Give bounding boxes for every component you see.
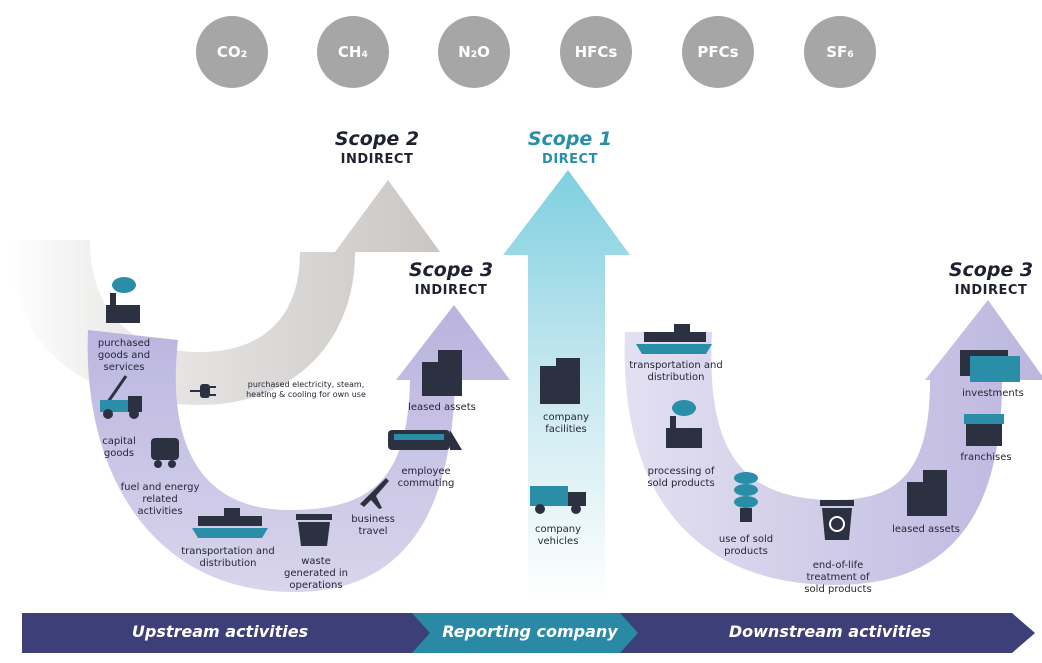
label-use-sold-products: use of sold products (718, 534, 774, 557)
gas-ch4: CH₄ (317, 16, 389, 88)
label-fuel-energy: fuel and energy related activities (120, 482, 200, 517)
reporting-bar (412, 613, 646, 653)
gas-hfcs: HFCs (560, 16, 632, 88)
gas-co2: CO₂ (196, 16, 268, 88)
factory-icon (106, 277, 140, 323)
downstream-ship-icon (636, 324, 712, 354)
building-icon (422, 350, 462, 396)
label-downstream-transportation: transportation and distribution (629, 360, 723, 383)
label-purchased-goods: purchased goods and services (97, 338, 151, 373)
scope3-upstream-title: Scope 3 (408, 259, 494, 281)
storefront-icon (964, 414, 1004, 446)
scope3-upstream-subtitle: INDIRECT (414, 283, 488, 298)
label-investments: investments (962, 388, 1024, 399)
gas-pfcs: PFCs (682, 16, 754, 88)
label-business-travel: business travel (351, 514, 395, 537)
scope1-heading: Scope 1 DIRECT (515, 128, 625, 167)
scope3-downstream-title: Scope 3 (948, 259, 1034, 281)
money-icon (960, 350, 1020, 382)
downstream-building-icon (907, 470, 947, 516)
scope1-subtitle: DIRECT (542, 152, 598, 167)
scope3-upstream-arrow (87, 305, 510, 593)
ship-icon (192, 508, 268, 538)
downstream-bar (620, 613, 1035, 653)
label-downstream-leased-assets: leased assets (892, 524, 960, 535)
label-franchises: franchises (960, 452, 1012, 463)
scope2-title: Scope 2 (334, 128, 420, 150)
dumpster-icon (296, 514, 332, 546)
train-icon (388, 430, 462, 450)
gas-sf6: SF₆ (804, 16, 876, 88)
company-building-icon (540, 358, 580, 404)
gas-n2o: N₂O (438, 16, 510, 88)
scope3-upstream-heading: Scope 3 INDIRECT (396, 259, 506, 298)
processing-factory-icon (666, 400, 702, 448)
scope3-downstream-heading: Scope 3 INDIRECT (936, 259, 1042, 298)
scope2-subtitle: INDIRECT (340, 152, 414, 167)
label-purchased-electricity: purchased electricity, steam, heating & … (246, 380, 366, 399)
recycle-bin-icon (820, 500, 854, 540)
label-capital-goods: capital goods (102, 436, 136, 459)
scope2-heading: Scope 2 INDIRECT (322, 128, 432, 167)
fuel-cart-icon (151, 438, 179, 468)
lightbulb-icon (734, 472, 758, 522)
airplane-icon (360, 478, 389, 509)
plug-icon (190, 384, 216, 398)
reporting-company-label: Reporting company (442, 622, 618, 641)
label-company-facilities: company facilities (542, 412, 590, 435)
label-upstream-leased-assets: leased assets (408, 402, 476, 413)
scope1-title: Scope 1 (527, 128, 613, 150)
downstream-activities-label: Downstream activities (728, 622, 932, 641)
crane-truck-icon (100, 375, 142, 419)
upstream-bar (22, 613, 438, 653)
truck-icon (530, 486, 586, 514)
upstream-activities-label: Upstream activities (131, 622, 309, 641)
label-company-vehicles: company vehicles (534, 524, 582, 547)
label-waste: waste generated in operations (284, 556, 348, 591)
label-end-of-life: end-of-life treatment of sold products (804, 560, 872, 595)
label-processing: processing of sold products (647, 466, 715, 489)
label-upstream-transportation: transportation and distribution (181, 546, 275, 569)
scope2-arrow (10, 180, 440, 405)
scope3-downstream-subtitle: INDIRECT (954, 283, 1028, 298)
label-employee-commuting: employee commuting (397, 466, 455, 489)
